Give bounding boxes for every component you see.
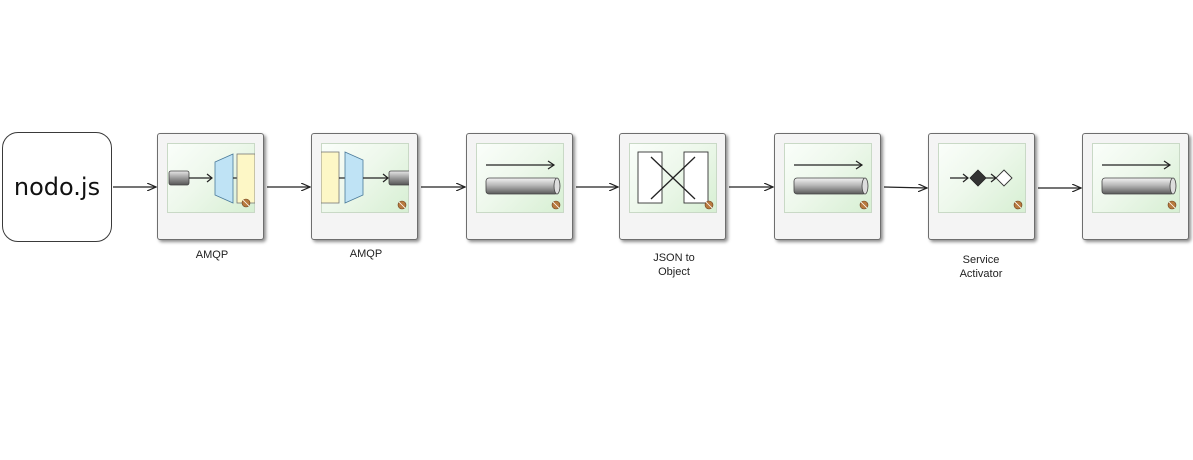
node-label-line: JSON to (653, 252, 695, 264)
node-label-json-to-object: JSON to Object (619, 251, 729, 279)
service-activator-node[interactable] (928, 133, 1035, 240)
amqp-outbound-adapter-icon (321, 151, 409, 210)
message-channel-icon (793, 160, 869, 210)
amqp-inbound-adapter-icon (168, 153, 255, 208)
message-channel-node[interactable] (1082, 133, 1189, 240)
json-transformer-icon (637, 151, 714, 210)
node-label-service-activator: Service Activator (926, 253, 1036, 281)
node-label-line: Service (962, 254, 1000, 266)
amqp-inbound-adapter-node[interactable] (157, 133, 264, 240)
node-label-amqp-inbound: AMQP (157, 248, 267, 262)
source-label: nodo.js (13, 173, 101, 201)
connector-arrow (883, 187, 927, 188)
node-label-line: AMQP (349, 248, 383, 260)
message-channel-icon (485, 160, 561, 210)
json-transformer-node[interactable] (619, 133, 726, 240)
message-channel-node[interactable] (466, 133, 573, 240)
nodejs-source-node[interactable]: nodo.js (2, 132, 112, 242)
node-label-amqp-outbound: AMQP (311, 247, 421, 261)
service-activator-icon (950, 169, 1023, 210)
message-channel-node[interactable] (774, 133, 881, 240)
message-channel-icon (1101, 160, 1177, 210)
node-label-line: Activator (959, 268, 1003, 280)
amqp-outbound-adapter-node[interactable] (311, 133, 418, 240)
node-label-line: Object (658, 266, 690, 278)
node-label-line: AMQP (195, 249, 229, 261)
